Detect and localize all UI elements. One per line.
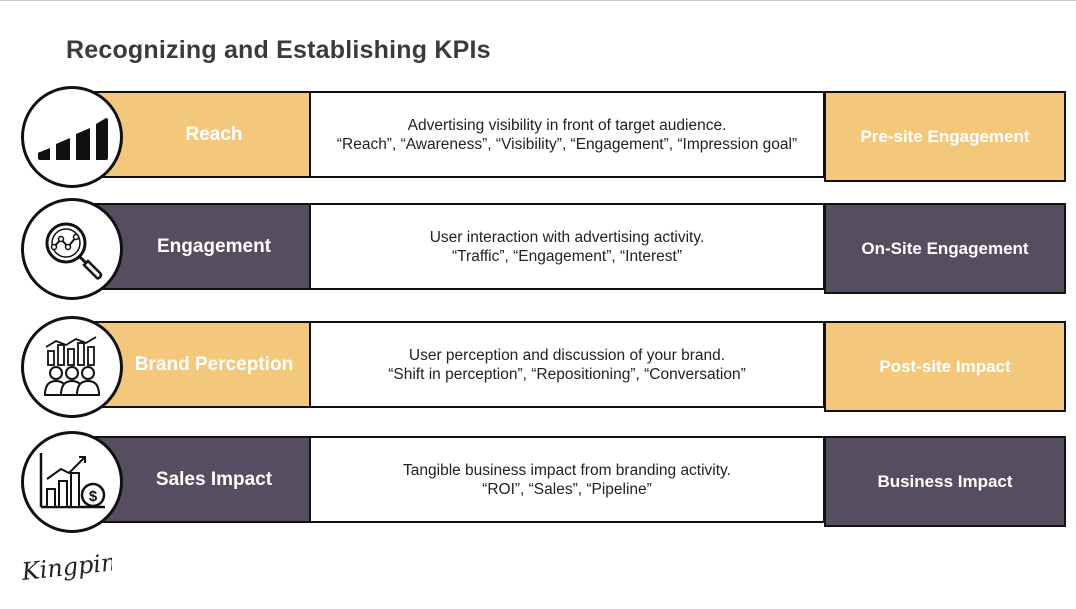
kpi-category-box: Post-site Impact: [824, 321, 1066, 412]
kpi-label: Sales Impact: [155, 468, 273, 490]
kpi-description: User interaction with advertising activi…: [429, 228, 705, 246]
kpi-category-box: Business Impact: [824, 436, 1066, 527]
kpi-label: Engagement: [156, 235, 272, 257]
kpi-description: Advertising visibility in front of targe…: [407, 116, 727, 134]
kpi-description-box: User interaction with advertising activi…: [309, 203, 825, 290]
kingpin-logo-text: Kingpin: [20, 548, 112, 586]
kpi-icon-circle: [21, 316, 123, 418]
kpi-description: User perception and discussion of your b…: [408, 346, 726, 364]
kpi-description: Tangible business impact from branding a…: [403, 461, 731, 479]
svg-text:$: $: [89, 488, 98, 505]
kpi-description-box: User perception and discussion of your b…: [309, 321, 825, 408]
kpi-category: Business Impact: [877, 471, 1013, 491]
magnifier-chart-icon: [45, 222, 103, 280]
kpi-keywords: “Reach”, “Awareness”, “Visibility”, “Eng…: [336, 135, 798, 153]
page-title: Recognizing and Establishing KPIs: [66, 36, 491, 64]
kpi-label: Brand Perception: [134, 353, 294, 375]
kpi-category-box: Pre-site Engagement: [824, 91, 1066, 182]
signal-bars-icon: [38, 118, 108, 160]
kpi-category: Post-site Impact: [879, 356, 1011, 376]
kpi-label-box: Sales Impact: [78, 436, 310, 523]
kpi-icon-circle: [21, 198, 123, 300]
kingpin-logo: Kingpin: [20, 548, 112, 586]
kpi-description-box: Advertising visibility in front of targe…: [309, 91, 825, 178]
kpi-row-brand-perception: Brand Perception User perception and dis…: [0, 316, 1076, 418]
kpi-label: Reach: [185, 123, 243, 145]
kpi-category-box: On-Site Engagement: [824, 203, 1066, 294]
kpi-category: On-Site Engagement: [861, 238, 1029, 258]
kpi-description-box: Tangible business impact from branding a…: [309, 436, 825, 523]
kpi-row-reach: Reach Advertising visibility in front of…: [0, 86, 1076, 188]
kpi-icon-circle: [21, 86, 123, 188]
kpi-keywords: “Shift in perception”, “Repositioning”, …: [388, 365, 746, 383]
growth-chart-money-icon: $: [39, 453, 106, 509]
kpi-row-sales-impact: Sales Impact Tangible business impact fr…: [0, 431, 1076, 533]
audience-chart-icon: [43, 336, 101, 396]
kpi-keywords: “Traffic”, “Engagement”, “Interest”: [452, 247, 682, 265]
kpi-icon-circle: $: [21, 431, 123, 533]
kpi-row-engagement: Engagement User interaction with adverti…: [0, 198, 1076, 300]
kpi-category: Pre-site Engagement: [860, 126, 1030, 146]
top-divider: [0, 0, 1076, 1]
kpi-keywords: “ROI”, “Sales”, “Pipeline”: [482, 480, 652, 498]
